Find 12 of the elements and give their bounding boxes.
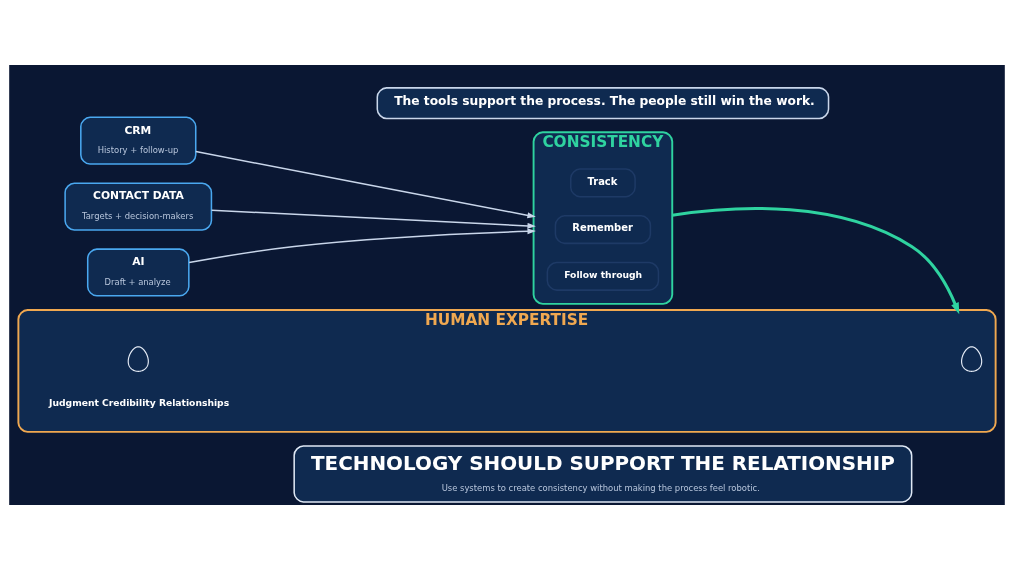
cluster: HUMAN EXPERTISE Judgment Credibility Relationships <box>16 308 997 433</box>
arrow <box>194 150 536 218</box>
node-person <box>127 345 149 372</box>
node-person <box>960 345 982 372</box>
arrow <box>210 208 536 229</box>
node-box: AI Draft + analyze <box>86 247 190 297</box>
arrow <box>187 227 536 263</box>
arrow <box>671 206 959 314</box>
node-box: TECHNOLOGY SHOULD SUPPORT THE RELATIONSHIP Use systems to create consistency without making the process feel robotic. <box>292 444 912 503</box>
node-box: CONTACT DATA Targets + decision-makers <box>63 181 212 231</box>
node-box: The tools support the process. The people still win the work. <box>376 86 829 119</box>
node-box: CRM History + follow-up <box>79 116 196 165</box>
